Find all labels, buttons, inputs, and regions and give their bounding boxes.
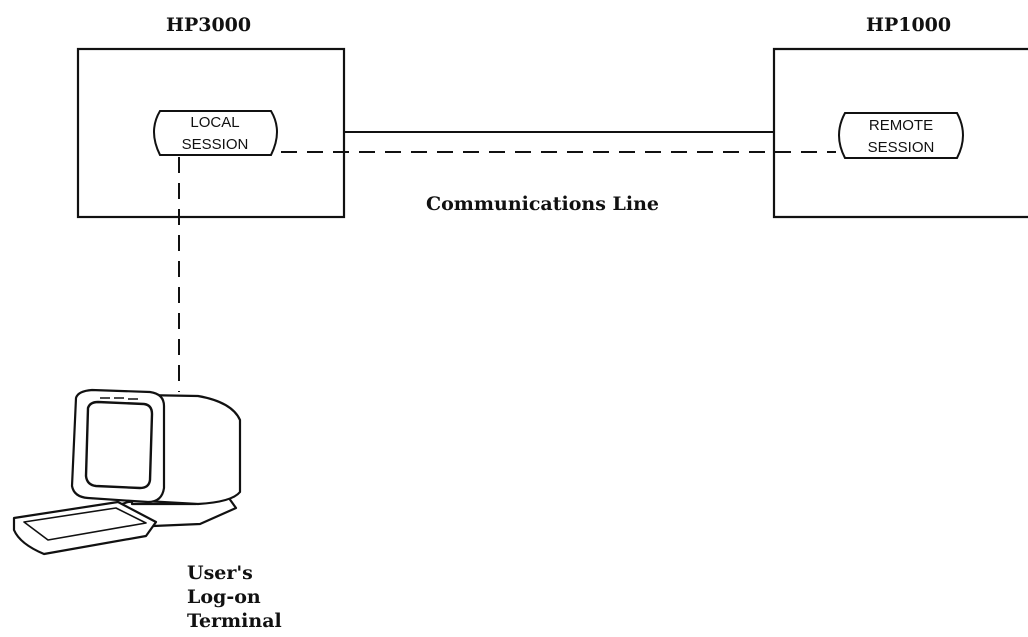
terminal-label-line1: User's bbox=[187, 562, 253, 584]
communications-line: Communications Line bbox=[344, 131, 774, 215]
terminal-label-line3: Terminal bbox=[187, 610, 282, 632]
remote-session-line1: REMOTE bbox=[869, 117, 933, 134]
hp3000-title: HP3000 bbox=[166, 14, 251, 36]
terminal-icon bbox=[12, 388, 242, 556]
local-session-line1: LOCAL bbox=[190, 114, 239, 131]
terminal-label-line2: Log-on bbox=[187, 586, 261, 608]
communications-line-label: Communications Line bbox=[426, 193, 659, 215]
remote-session-shape bbox=[838, 112, 964, 159]
local-session: LOCAL SESSION bbox=[153, 110, 278, 156]
remote-session-line2: SESSION bbox=[868, 139, 935, 156]
terminal-label: User's Log-on Terminal bbox=[187, 562, 282, 632]
local-session-line2: SESSION bbox=[182, 136, 249, 153]
remote-session: REMOTE SESSION bbox=[838, 112, 964, 159]
local-session-shape bbox=[153, 110, 278, 156]
hp1000-title: HP1000 bbox=[866, 14, 951, 36]
